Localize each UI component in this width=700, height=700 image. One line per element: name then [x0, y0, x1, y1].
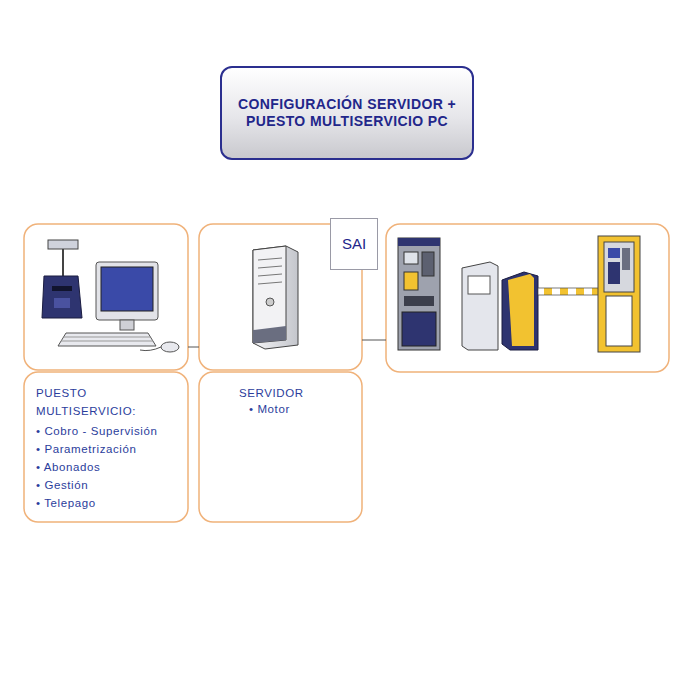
connector: [188, 347, 199, 348]
equipment-panel: [386, 224, 669, 372]
ticket-printer: [42, 240, 82, 318]
title-text: CONFIGURACIÓN SERVIDOR + PUESTO MULTISER…: [237, 96, 457, 130]
pc-panel: [24, 224, 188, 370]
parking-equipment: [398, 236, 640, 352]
ups-box: SAI: [330, 218, 378, 270]
sai-label: SAI: [342, 235, 366, 253]
panel-box: SERVIDOR• MotorSAI: [199, 224, 362, 522]
pc-computer: [58, 262, 179, 352]
pc-text-panel: [24, 372, 188, 522]
network-wire: [362, 340, 386, 341]
server-tower: [253, 246, 298, 349]
panel-box: PUESTO MULTISERVICIO: • Cobro - Supervisi…: [24, 224, 188, 522]
title-box: CONFIGURACIÓN SERVIDOR + PUESTO MULTISER…: [220, 66, 474, 160]
service-item: • Motor: [249, 400, 290, 418]
service-item: • Gestión: [36, 476, 88, 494]
service-item: • Telepago: [36, 494, 96, 512]
server-text-panel: [199, 372, 362, 522]
service-item: • Parametrización: [36, 440, 137, 458]
service-item: • Abonados: [36, 458, 100, 476]
panel-heading: PUESTO MULTISERVICIO:: [36, 384, 156, 420]
panel-heading: SERVIDOR: [239, 384, 304, 402]
service-item: • Cobro - Supervisión: [36, 422, 157, 440]
